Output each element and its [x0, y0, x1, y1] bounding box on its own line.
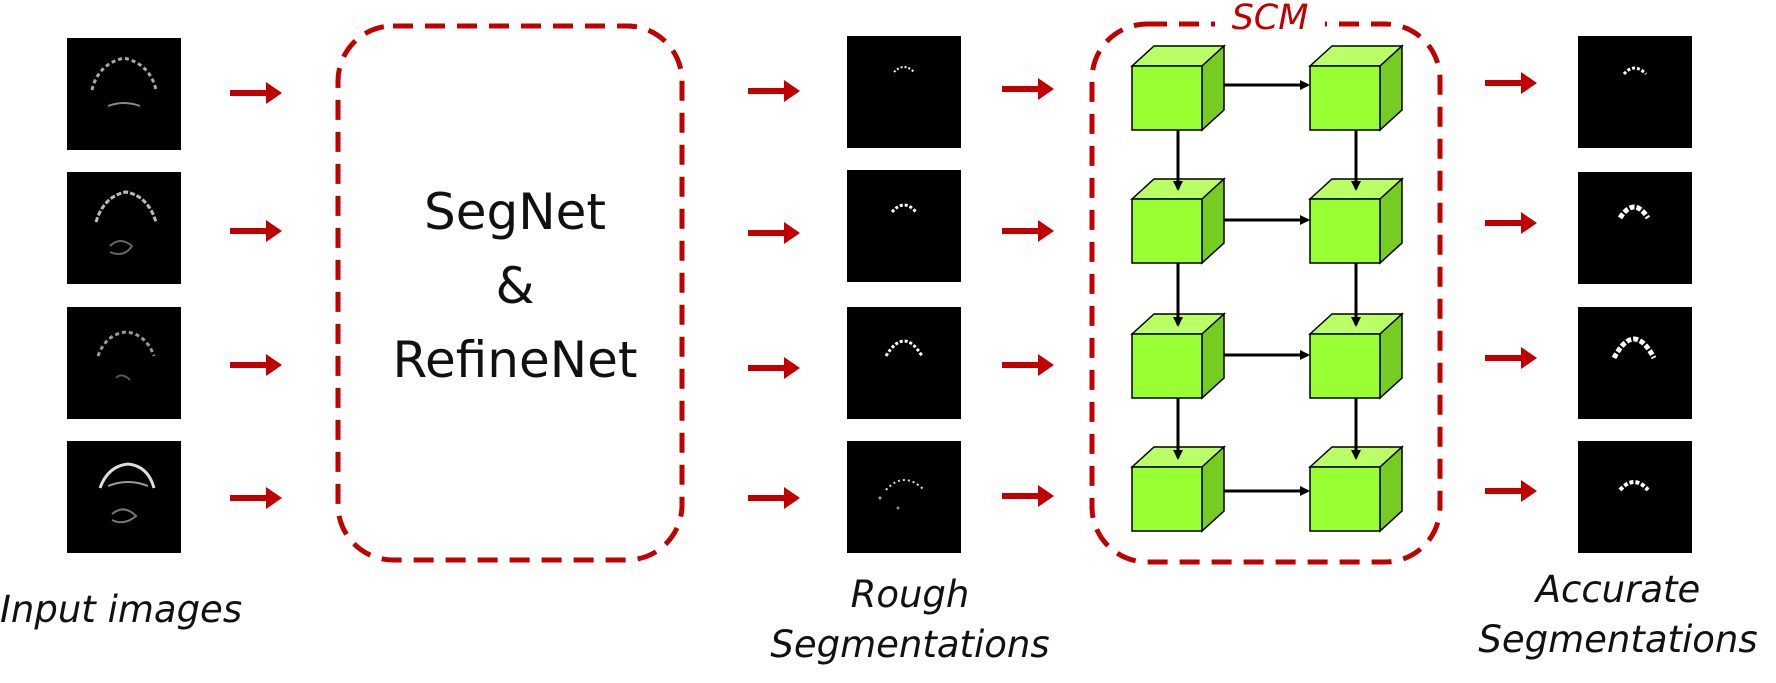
rough-segmentation-1 — [847, 36, 961, 148]
rough-label-line2: Segmentations — [770, 622, 1050, 666]
cube-icon — [1308, 312, 1404, 400]
right-arrow-icon — [748, 222, 800, 244]
accurate-segmentations-column — [1578, 36, 1692, 553]
accurate-label-line2: Segmentations — [1478, 617, 1758, 661]
accurate-label-line1: Accurate — [1535, 568, 1701, 611]
right-arrow-icon — [1002, 354, 1054, 376]
rough-segmentation-2 — [847, 170, 961, 282]
input-images-column — [67, 38, 181, 553]
right-arrow-icon — [1485, 347, 1537, 369]
network-block-label: SegNet & RefineNet — [340, 175, 690, 397]
right-arrow-icon — [1485, 212, 1537, 234]
scm-block-border — [1089, 21, 1443, 565]
right-arrow-icon — [1002, 220, 1054, 242]
right-arrow-icon — [230, 220, 282, 242]
accurate-segmentations-label: Accurate Segmentations — [1460, 565, 1776, 665]
cube-icon — [1130, 445, 1226, 533]
right-arrow-icon — [1002, 78, 1054, 100]
right-arrow-icon — [748, 487, 800, 509]
cube-icon — [1130, 312, 1226, 400]
cube-icon — [1130, 44, 1226, 132]
scm-title: SCM — [1215, 0, 1325, 40]
network-name-segnet: SegNet — [423, 183, 606, 241]
cube-icon — [1308, 44, 1404, 132]
scm-cube-grid — [1130, 44, 1404, 533]
right-arrow-icon — [1485, 480, 1537, 502]
rough-segmentations-column — [847, 36, 961, 553]
cube-icon — [1130, 177, 1226, 265]
right-arrow-icon — [1002, 485, 1054, 507]
network-name-ampersand: & — [495, 257, 535, 315]
arrows-input-to-network — [230, 82, 282, 509]
input-image-3 — [67, 307, 181, 419]
input-images-label-text: Input images — [0, 588, 243, 631]
accurate-segmentation-2 — [1578, 172, 1692, 284]
input-image-1 — [67, 38, 181, 150]
cube-icon — [1308, 177, 1404, 265]
input-image-2 — [67, 172, 181, 284]
rough-segmentation-3 — [847, 307, 961, 419]
right-arrow-icon — [230, 82, 282, 104]
input-images-label: Input images — [0, 585, 260, 635]
network-name-refinenet: RefineNet — [392, 331, 638, 389]
right-arrow-icon — [230, 487, 282, 509]
arrows-rough-to-scm — [1002, 78, 1054, 507]
scm-connectors — [1173, 80, 1361, 496]
right-arrow-icon — [1485, 72, 1537, 94]
arrows-network-to-rough — [748, 80, 800, 509]
network-block-border — [335, 23, 685, 563]
rough-label-line1: Rough — [850, 573, 970, 616]
cube-icon — [1308, 445, 1404, 533]
accurate-segmentation-3 — [1578, 307, 1692, 419]
right-arrow-icon — [230, 354, 282, 376]
right-arrow-icon — [748, 80, 800, 102]
rough-segmentations-label: Rough Segmentations — [745, 570, 1075, 670]
arrows-scm-to-accurate — [1485, 72, 1537, 502]
input-image-4 — [67, 441, 181, 553]
right-arrow-icon — [748, 357, 800, 379]
rough-segmentation-4 — [847, 441, 961, 553]
accurate-segmentation-4 — [1578, 441, 1692, 553]
accurate-segmentation-1 — [1578, 36, 1692, 148]
